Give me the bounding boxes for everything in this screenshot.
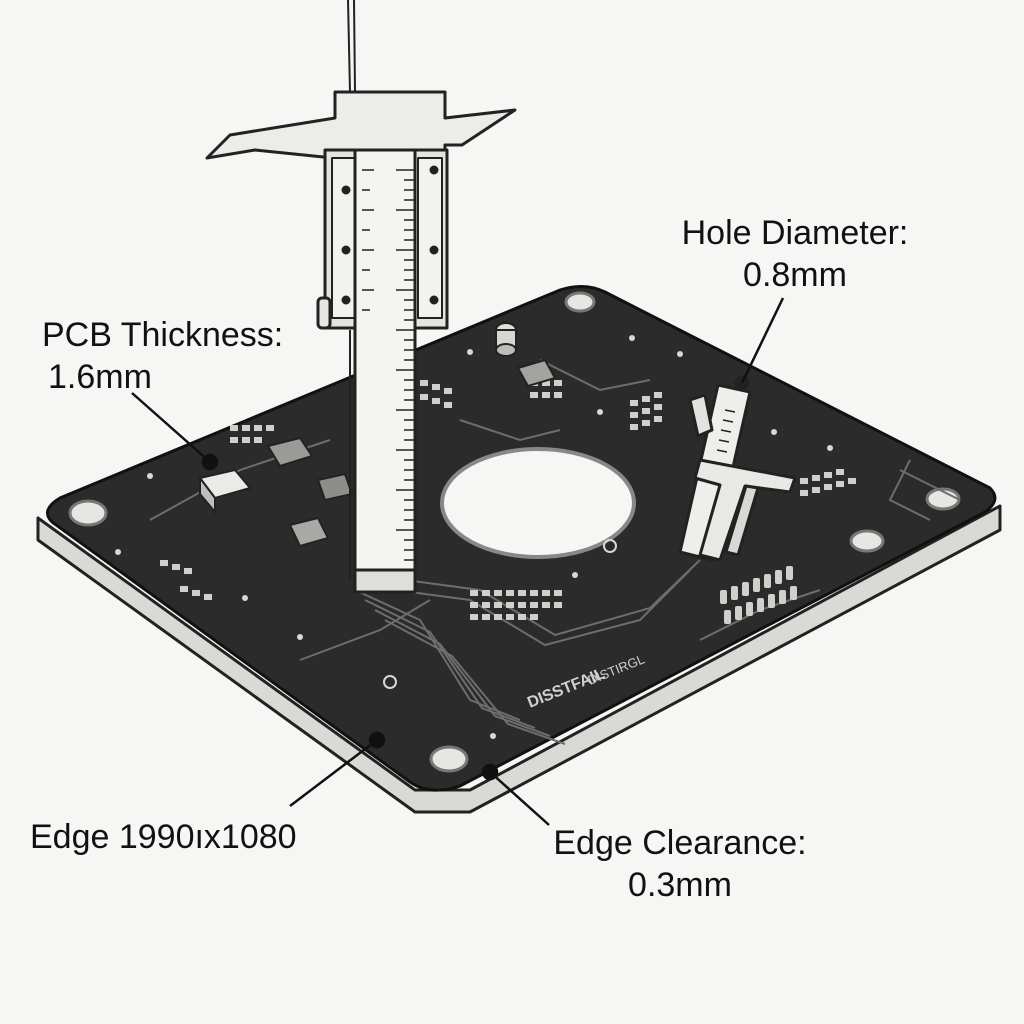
components	[198, 322, 557, 548]
leader-lines	[131, 297, 785, 826]
mounting-hole	[564, 291, 596, 313]
pcb-thickness-label: PCB Thickness: 1.6mm	[42, 314, 283, 398]
edge-clearance-dot	[481, 763, 499, 781]
mounting-hole	[429, 745, 469, 773]
edge-clearance-value: 0.3mm	[628, 866, 732, 904]
pad-clusters	[160, 380, 856, 624]
edge-clearance-title: Edge Clearance:	[553, 824, 807, 862]
pcb-thickness-title: PCB Thickness:	[42, 316, 284, 354]
hole-diameter-title: Hole Diameter:	[681, 214, 909, 252]
hole-diameter-leader	[740, 297, 785, 384]
pcb-thickness-leader	[131, 392, 211, 463]
center-hole	[440, 447, 636, 559]
mounting-hole	[849, 529, 885, 553]
edge-size-dot	[368, 731, 386, 749]
vertical-caliper-icon	[205, 0, 517, 594]
mounting-hole	[68, 499, 108, 527]
pcb-thickness-value: 1.6mm	[48, 358, 152, 396]
edge-size-leader	[289, 739, 378, 807]
pcb-board-icon: DISSTFAIL DISTIRGL	[36, 285, 1002, 814]
small-caliper-icon	[678, 375, 797, 562]
hole-diameter-label: Hole Diameter: 0.8mm	[670, 212, 920, 296]
pcb-traces	[149, 359, 961, 745]
mounting-holes	[68, 291, 961, 773]
edge-clearance-label: Edge Clearance: 0.3mm	[545, 822, 815, 906]
pcb-thickness-dot	[201, 453, 219, 471]
hole-diameter-value: 0.8mm	[743, 256, 847, 294]
edge-size-text: Edge 1990ıx1080	[30, 818, 297, 856]
edge-size-label: Edge 1990ıx1080	[30, 816, 297, 858]
edge-clearance-leader	[489, 771, 550, 826]
vias	[115, 335, 833, 739]
